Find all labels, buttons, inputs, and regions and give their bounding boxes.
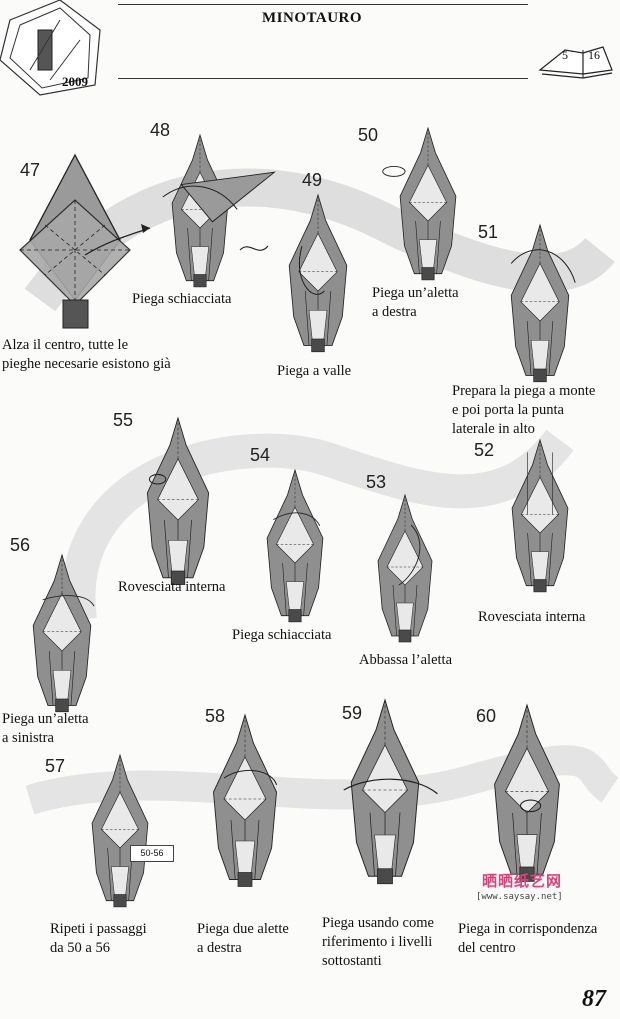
figure-56 <box>32 554 95 713</box>
figure-48 <box>162 134 276 288</box>
figure-50 <box>382 127 457 281</box>
page-number: 87 <box>582 986 606 1012</box>
step-caption: Piega un’aletta a destra <box>372 285 459 320</box>
page-range-from: 5 <box>562 48 568 62</box>
figure-53 <box>377 494 433 643</box>
figure-52 <box>511 439 569 593</box>
step-number: 54 <box>250 445 271 465</box>
step-caption: Alza il centro, tutte le pieghe necesari… <box>2 337 171 372</box>
figure-55 <box>146 417 210 586</box>
page-title: MINOTAURO <box>262 10 363 26</box>
book-icon <box>538 46 613 79</box>
repeat-reference-label: 50-56 <box>130 845 174 862</box>
figure-60 <box>494 704 560 882</box>
figure-59 <box>343 699 438 885</box>
step-caption: Piega a valle <box>277 363 352 379</box>
step-number: 58 <box>205 706 226 726</box>
step-number: 50 <box>358 125 379 145</box>
repeat-arrow-icon <box>239 245 269 251</box>
step-caption: Ripeti i passaggi da 50 a 56 <box>50 921 147 956</box>
step-caption: Piega usando come riferimento i livelli … <box>322 915 434 969</box>
step-number: 49 <box>302 170 323 190</box>
year-label: 2009 <box>62 74 88 89</box>
step-number: 48 <box>150 120 171 140</box>
step-number: 56 <box>10 535 31 555</box>
step-number: 59 <box>342 703 363 723</box>
header-top-rule <box>118 4 528 5</box>
watermark-url: [www.saysay.net] <box>476 892 563 902</box>
step-number: 52 <box>474 440 495 460</box>
step-caption: Abbassa l’aletta <box>359 652 453 668</box>
figure-54 <box>266 469 324 623</box>
step-caption: Piega schiacciata <box>132 291 232 307</box>
watermark-brand: 晒晒纸艺网 <box>482 872 563 890</box>
header-bottom-rule <box>118 78 528 79</box>
page-range-to: 16 <box>588 48 600 62</box>
step-caption: Piega schiacciata <box>232 627 332 643</box>
step-caption: Rovesciata interna <box>478 609 586 625</box>
figure-58 <box>213 714 278 887</box>
step-number: 60 <box>476 706 497 726</box>
step-caption: Piega un’aletta a sinistra <box>2 711 89 746</box>
step-number: 53 <box>366 472 387 492</box>
step-caption: Rovesciata interna <box>118 579 226 595</box>
step-number: 51 <box>478 222 499 242</box>
step-caption: Prepara la piega a monte e poi porta la … <box>452 383 596 437</box>
step-number: 47 <box>20 160 41 180</box>
figure-47 <box>19 153 151 329</box>
step-number: 55 <box>113 410 134 430</box>
figure-49 <box>288 194 348 353</box>
step-caption: Piega in corrispondenza del centro <box>458 921 598 956</box>
figure-51 <box>510 224 576 383</box>
logo-emblem <box>0 0 101 96</box>
step-number: 57 <box>45 756 66 776</box>
step-caption: Piega due alette a destra <box>197 921 289 956</box>
